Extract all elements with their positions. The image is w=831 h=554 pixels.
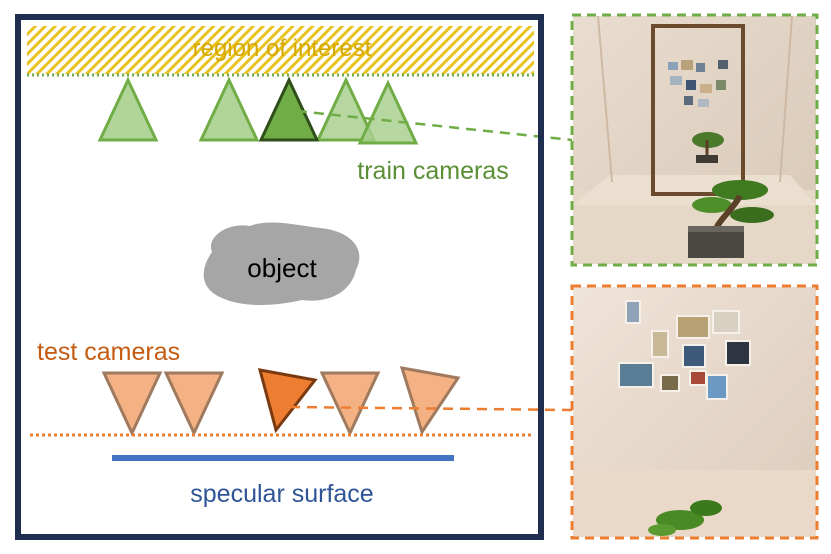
train-cameras-label: train cameras [357,157,508,185]
train-view-photo [573,15,816,264]
region-of-interest-band [27,26,534,74]
train-camera-4 [315,76,377,142]
train-connector-line [296,109,573,142]
train-camera-5 [357,79,419,145]
test-view-photo [573,287,816,537]
test-connector-line [289,405,573,412]
test-camera-active [257,368,318,434]
train-camera-active [258,76,320,142]
test-view-border [570,284,819,540]
test-camera-4 [319,371,381,437]
test-camera-1 [101,371,163,437]
specular-surface-bar [112,455,454,461]
scene-frame [15,14,544,540]
specular-surface-label: specular surface [190,480,373,508]
test-camera-5 [399,366,461,436]
region-label: region of interest [193,35,372,62]
test-cameras-label: test cameras [37,338,180,366]
train-camera-2 [198,76,260,142]
train-camera-1 [97,76,159,142]
object-shape [203,222,360,305]
train-view-border [570,13,819,267]
object-label: object [247,253,317,283]
test-camera-2 [163,371,225,437]
